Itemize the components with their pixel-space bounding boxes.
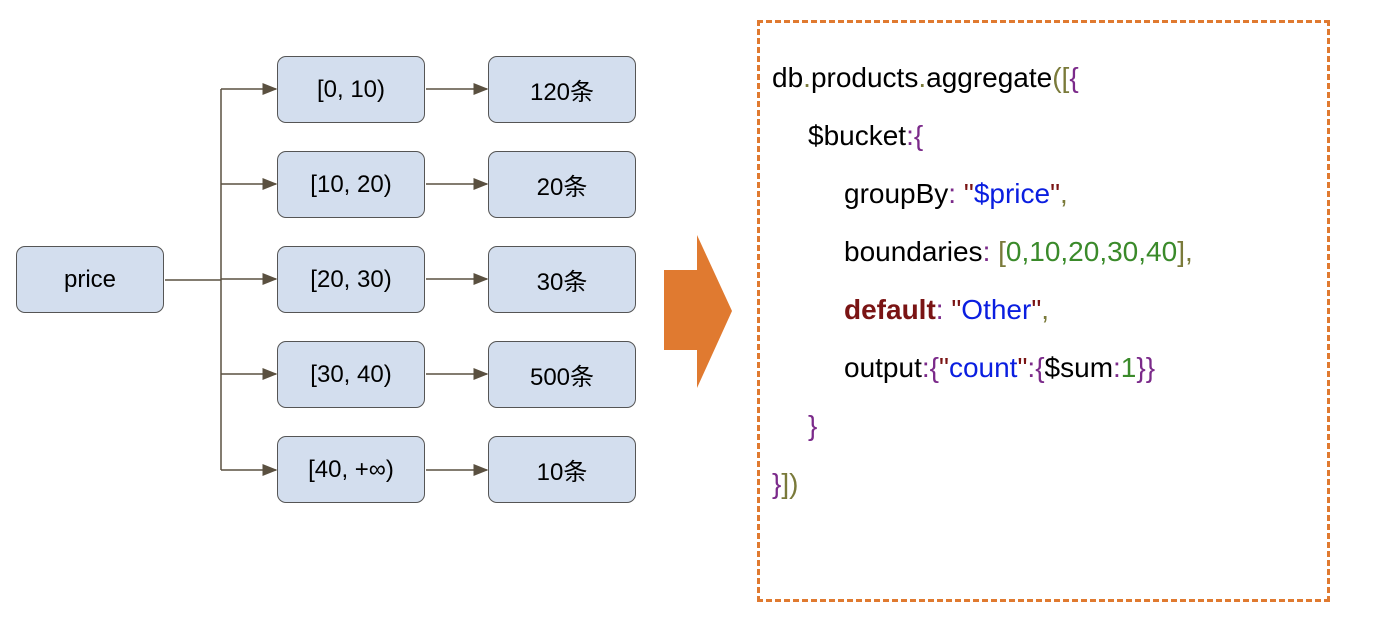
range-node: [10, 20): [277, 151, 425, 218]
count-node: 10条: [488, 436, 636, 503]
code-token-string: Other: [961, 294, 1032, 325]
code-token-colon: :: [982, 236, 999, 267]
code-token-brace: {: [1035, 352, 1045, 383]
code-token-colon: :: [1027, 352, 1036, 383]
code-token-brace: }: [808, 410, 818, 441]
code-token-paren: ,: [1041, 294, 1050, 325]
code-token-plain: boundaries: [844, 236, 983, 267]
code-line: groupBy: "$price",: [772, 174, 1193, 232]
code-token-plain: $sum: [1044, 352, 1114, 383]
code-line: db.products.aggregate([{: [772, 58, 1193, 116]
code-token-number: 0,10,20,30,40: [1005, 236, 1178, 267]
code-frame: [757, 20, 1330, 602]
code-token-plain: db: [772, 62, 804, 93]
code-line: output:{"count":{$sum:1}}: [772, 348, 1193, 406]
code-token-number: 1: [1120, 352, 1137, 383]
root-node-price: price: [16, 246, 164, 313]
code-token-plain: output: [844, 352, 922, 383]
code-token-plain: products: [810, 62, 919, 93]
code-token-paren: ,: [1060, 178, 1068, 209]
range-node: [0, 10): [277, 56, 425, 123]
count-node: 500条: [488, 341, 636, 408]
count-node: 20条: [488, 151, 636, 218]
code-token-brace: {: [929, 352, 939, 383]
code-token-colon: :: [921, 352, 930, 383]
code-token-paren: ]): [781, 468, 799, 499]
code-token-plain: aggregate: [926, 62, 1053, 93]
range-node: [30, 40): [277, 341, 425, 408]
code-token-quote: ": [1050, 178, 1061, 209]
code-token-quote: ": [1017, 352, 1028, 383]
code-token-string: count: [948, 352, 1018, 383]
code-token-paren: ([: [1052, 62, 1070, 93]
code-token-colon: :: [906, 120, 914, 151]
code-token-plain: groupBy: [844, 178, 949, 209]
code-token-string: $price: [973, 178, 1051, 209]
code-token-paren: ],: [1177, 236, 1193, 267]
code-line: boundaries: [0,10,20,30,40],: [772, 232, 1193, 290]
code-token-quote: ": [963, 178, 974, 209]
code-line: default: "Other",: [772, 290, 1193, 348]
code-line: }]): [772, 464, 1193, 522]
range-node: [20, 30): [277, 246, 425, 313]
code-token-brace: {: [1069, 62, 1079, 93]
code-line: }: [772, 406, 1193, 464]
big-right-arrow-icon: [664, 235, 732, 388]
count-node: 120条: [488, 56, 636, 123]
count-node: 30条: [488, 246, 636, 313]
code-token-quote: ": [1031, 294, 1042, 325]
code-line: $bucket:{: [772, 116, 1193, 174]
code-token-keyword: default: [844, 294, 936, 325]
code-token-colon: :: [935, 294, 952, 325]
code-token-brace: }}: [1136, 352, 1156, 383]
range-node: [40, +∞): [277, 436, 425, 503]
code-token-plain: $bucket: [808, 120, 907, 151]
code-token-quote: ": [951, 294, 962, 325]
code-token-colon: :: [1113, 352, 1121, 383]
code-token-quote: ": [939, 352, 949, 383]
code-token-brace: {: [913, 120, 924, 151]
code-block: db.products.aggregate([{$bucket:{groupBy…: [772, 58, 1193, 522]
code-token-colon: :: [948, 178, 964, 209]
code-token-paren: [: [998, 236, 1006, 267]
code-token-dot: .: [918, 62, 927, 93]
code-token-brace: }: [772, 468, 782, 499]
code-token-dot: .: [803, 62, 811, 93]
